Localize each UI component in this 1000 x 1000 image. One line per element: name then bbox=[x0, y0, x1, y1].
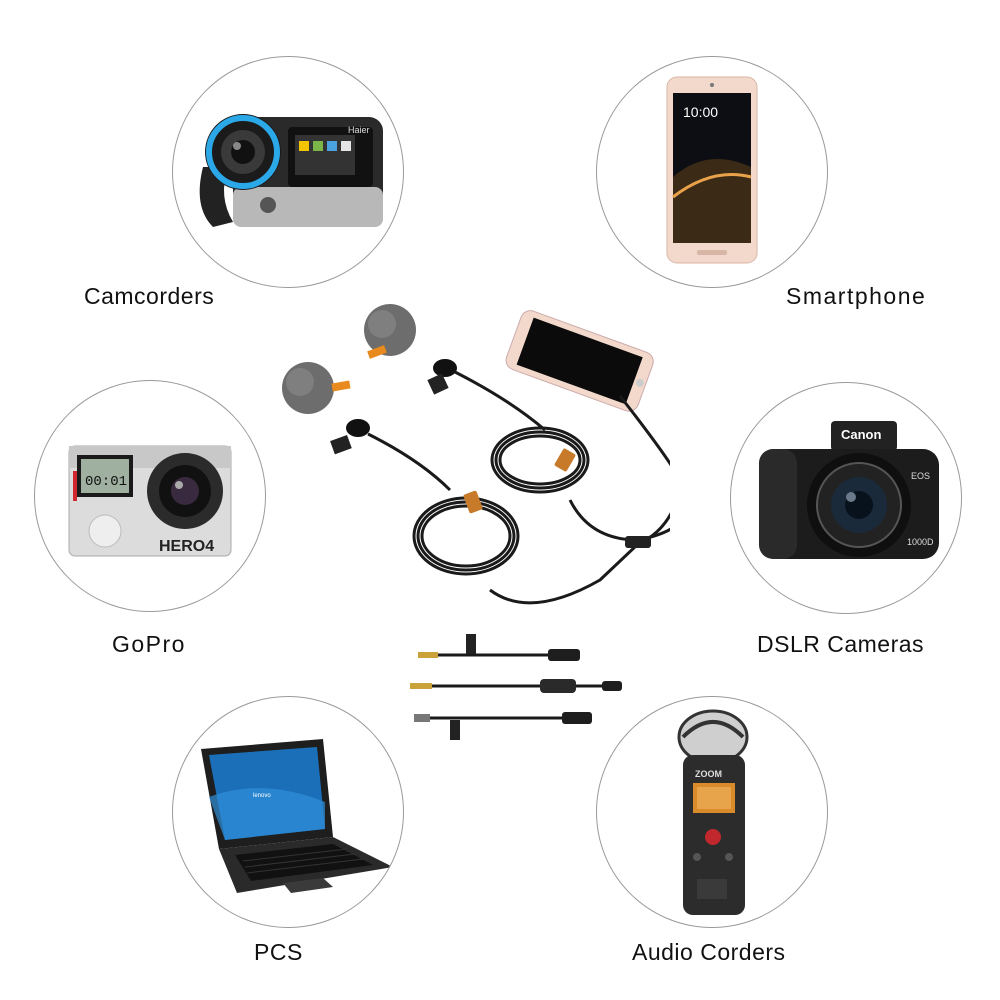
recorder-brand: ZOOM bbox=[695, 769, 722, 779]
gopro-screen-text: 00:01 bbox=[85, 474, 127, 490]
camcorder-image: Haier bbox=[199, 114, 383, 227]
splitter-icon bbox=[625, 536, 651, 548]
camera-model: EOS bbox=[911, 471, 930, 481]
laptop-image: lenovo bbox=[201, 739, 393, 893]
gopro-model: HERO4 bbox=[159, 538, 214, 555]
smartphone-label: Smartphone bbox=[786, 283, 927, 309]
gopro-circle: 00:01 HERO4 bbox=[34, 380, 266, 612]
camera-sub: 1000D bbox=[907, 537, 934, 547]
lavalier-mic-icon bbox=[427, 359, 457, 395]
camcorder-circle: Haier bbox=[172, 56, 404, 288]
recorder-circle: ZOOM bbox=[596, 696, 828, 928]
windscreen-icon bbox=[364, 304, 416, 359]
dslr-circle: Canon EOS 1000D bbox=[730, 382, 962, 614]
audio-corders-label: Audio Corders bbox=[632, 939, 786, 965]
camcorder-brand: Haier bbox=[348, 125, 370, 135]
dslr-image: Canon EOS 1000D bbox=[759, 421, 939, 559]
laptop-brand: lenovo bbox=[253, 793, 271, 799]
camera-brand: Canon bbox=[841, 427, 882, 442]
camcorders-label: Camcorders bbox=[84, 283, 215, 309]
windscreen-icon bbox=[282, 362, 351, 414]
pc-circle: lenovo bbox=[172, 696, 404, 928]
phone-icon bbox=[505, 310, 654, 412]
smartphone-circle: 10:00 bbox=[596, 56, 828, 288]
lavalier-mic-kit-image bbox=[282, 304, 670, 740]
phone-time: 10:00 bbox=[683, 104, 718, 120]
pcs-label: PCS bbox=[254, 939, 303, 965]
adapter-cable-2 bbox=[410, 679, 622, 693]
audio-recorder-image: ZOOM bbox=[677, 709, 749, 915]
lavalier-mic-icon bbox=[330, 419, 370, 455]
adapter-cable-1 bbox=[418, 634, 580, 661]
adapter-cable-3 bbox=[414, 712, 592, 740]
gopro-image: 00:01 HERO4 bbox=[68, 445, 232, 557]
smartphone-image: 10:00 bbox=[666, 76, 758, 264]
dslr-label: DSLR Cameras bbox=[757, 631, 925, 657]
gopro-label: GoPro bbox=[112, 631, 186, 657]
